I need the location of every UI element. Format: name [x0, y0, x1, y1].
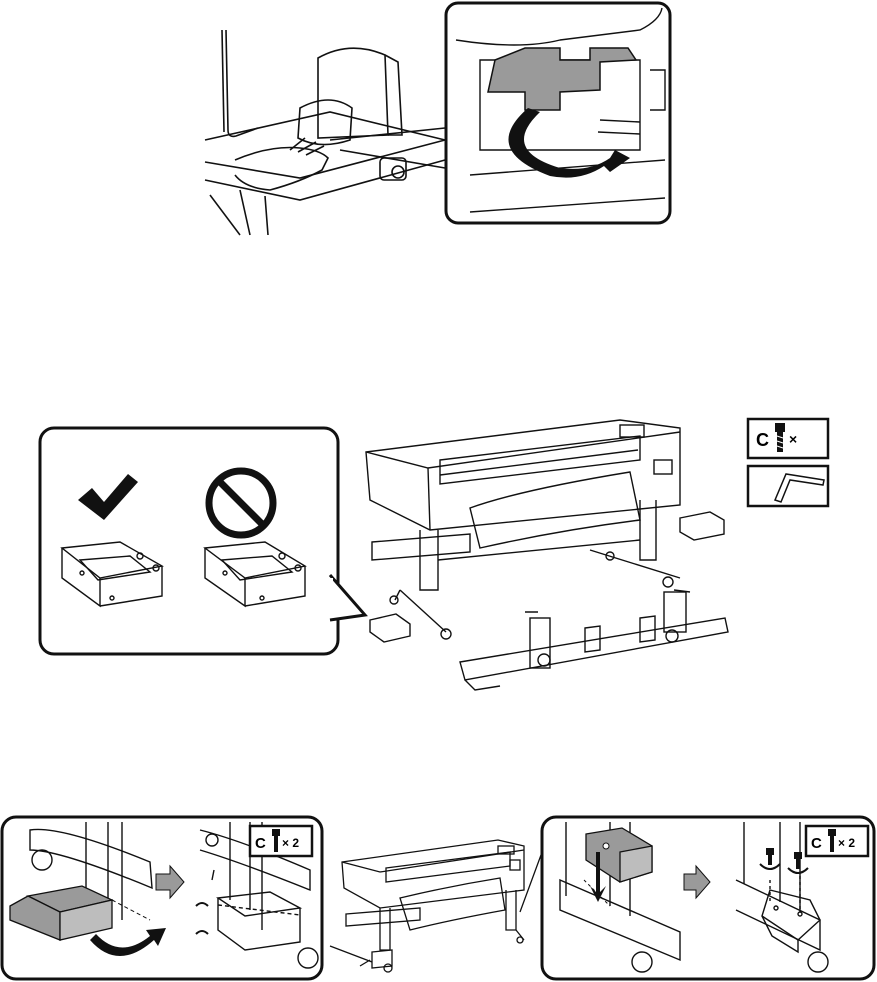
hex-key-badge: [748, 466, 828, 506]
screw-multiplier: × 2: [838, 836, 855, 850]
screw-letter: C: [255, 835, 266, 852]
screw-c-badge: C ×: [748, 419, 828, 458]
printer-with-stand: [366, 420, 728, 690]
screw-c-x2-badge-right: C × 2: [806, 826, 868, 856]
figure-3-right-panel: C × 2: [542, 817, 874, 979]
figure-2-ok-ng-panel: [40, 428, 365, 654]
figure-1-scene: [205, 30, 445, 235]
screw-multiplier: × 2: [282, 836, 299, 850]
screw-letter: C: [811, 835, 822, 852]
figure-1-callout: [446, 3, 670, 223]
screw-letter: C: [756, 430, 769, 450]
figure-3-left-panel: C × 2: [2, 817, 322, 979]
screw-multiplier: ×: [789, 431, 797, 447]
screw-c-x2-badge-left: C × 2: [250, 826, 312, 856]
printer-small: [330, 836, 548, 972]
